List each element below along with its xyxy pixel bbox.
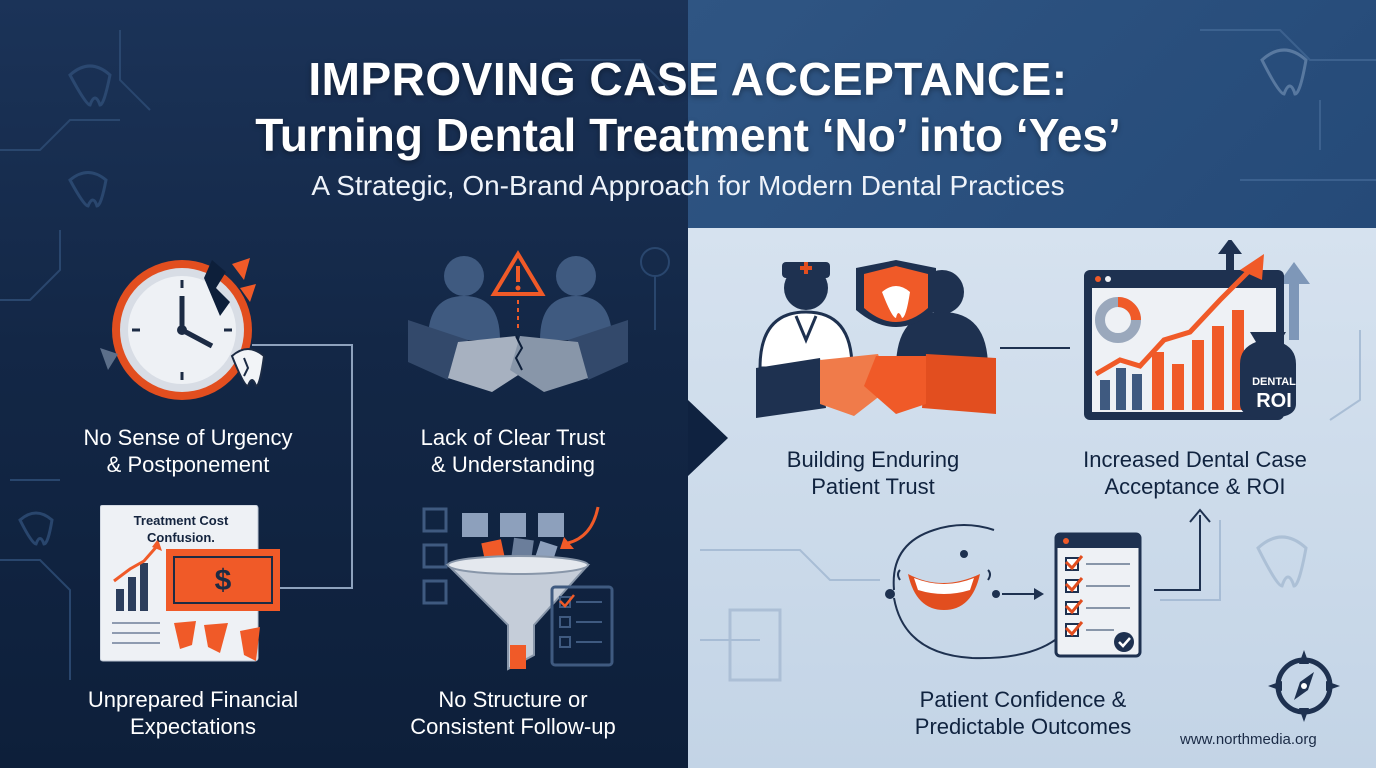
problem-followup-label: No Structure or Consistent Follow-up bbox=[410, 687, 616, 739]
footer-url[interactable]: www.northmedia.org bbox=[1180, 731, 1317, 748]
solution-confidence-label: Patient Confidence & Predictable Outcome… bbox=[914, 687, 1132, 739]
compass-logo-icon bbox=[1268, 650, 1340, 722]
divider-arrow bbox=[688, 400, 728, 476]
broken-clock-icon bbox=[100, 258, 266, 400]
roi-badge-line1: DENTAL bbox=[1252, 376, 1296, 388]
solution-trust-label: Building Enduring Patient Trust bbox=[786, 447, 960, 499]
cost-confusion-note: Treatment Cost Confusion. bbox=[133, 513, 229, 545]
handshake-shield-icon bbox=[756, 260, 996, 418]
title-line-1: IMPROVING CASE ACCEPTANCE: bbox=[308, 53, 1068, 105]
title-line-2: Turning Dental Treatment ‘No’ into ‘Yes’ bbox=[255, 109, 1121, 161]
roi-badge-line2: ROI bbox=[1256, 390, 1292, 412]
solution-roi-label: Increased Dental Case Acceptance & ROI bbox=[1083, 447, 1307, 499]
problem-trust-label: Lack of Clear Trust & Understanding bbox=[420, 425, 606, 477]
funnel-icon bbox=[422, 506, 614, 671]
broken-handshake-icon bbox=[408, 250, 628, 392]
subtitle: A Strategic, On-Brand Approach for Moder… bbox=[311, 170, 1065, 201]
svg-text:$: $ bbox=[215, 564, 232, 597]
header-right-band bbox=[688, 0, 1376, 228]
cost-document-icon: $ bbox=[100, 505, 280, 662]
growth-dashboard-icon bbox=[1084, 240, 1310, 420]
problem-financial-label: Unprepared Financial Expectations bbox=[87, 687, 299, 739]
smile-checklist-icon bbox=[885, 524, 1142, 660]
problem-urgency-label: No Sense of Urgency & Postponement bbox=[83, 425, 293, 477]
